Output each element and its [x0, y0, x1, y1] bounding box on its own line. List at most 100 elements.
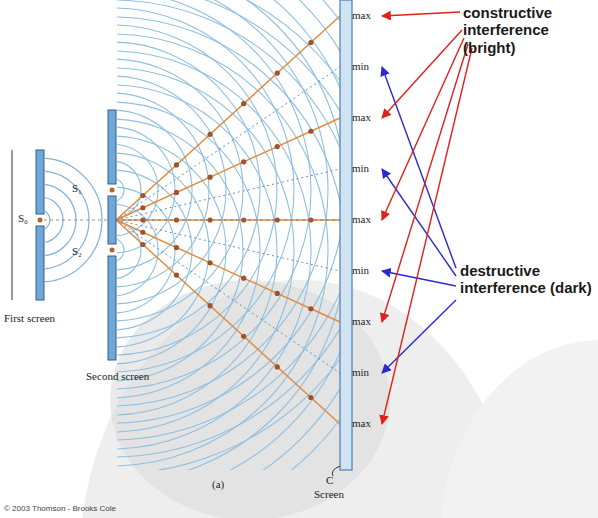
leader-arrows [382, 12, 472, 424]
crest-dot [308, 129, 313, 134]
min-ray [116, 169, 340, 220]
max-label: max [352, 213, 371, 225]
max-label: max [352, 417, 371, 429]
bright-leader [382, 38, 464, 220]
max-label: max [352, 315, 371, 327]
screen-name: First screen [4, 312, 55, 324]
wave-front [117, 8, 294, 372]
crest-dot [140, 193, 145, 198]
bright-leader [382, 44, 468, 322]
min-label: min [352, 60, 369, 72]
crest-dot [174, 245, 179, 250]
wave-front [117, 238, 124, 262]
dark-leader [382, 300, 456, 373]
min-ray [116, 220, 340, 373]
wave-front [45, 197, 63, 243]
crest-dot [140, 205, 145, 210]
interference-rays [44, 16, 340, 424]
wave-front [117, 0, 341, 470]
wave-front [117, 0, 328, 406]
slit-label: S₂ [72, 245, 82, 257]
wave-front [117, 119, 243, 381]
wave-front [117, 0, 311, 389]
bright-leader [382, 12, 460, 16]
wave-front [117, 59, 243, 321]
slit-dot [38, 218, 43, 223]
wave-front [117, 144, 158, 236]
first-screen [36, 150, 44, 214]
crest-dot [207, 260, 212, 265]
max-ray [116, 220, 340, 424]
first-screen [36, 226, 44, 300]
max-ray [116, 219, 340, 220]
max-ray [116, 220, 340, 322]
min-ray [116, 220, 340, 271]
crest-dot [241, 334, 246, 339]
slit-label: S₁ [72, 182, 82, 194]
wave-front [117, 0, 341, 470]
min-label: min [352, 366, 369, 378]
crest-dot [275, 144, 280, 149]
bright-leader [382, 30, 462, 118]
second-screen [108, 110, 116, 184]
wave-front [117, 178, 124, 202]
max-ray [116, 118, 340, 220]
copyright-note: © 2003 Thomson - Brooks Cole [4, 504, 116, 513]
viewing-screen [340, 0, 352, 470]
wave-front [117, 17, 341, 470]
wave-front [45, 184, 76, 256]
wave-front [117, 0, 341, 440]
crest-dot [174, 162, 179, 167]
callout-text: destructive interference (dark) [460, 262, 595, 297]
crest-dot [140, 230, 145, 235]
min-label: min [352, 264, 369, 276]
second-screen [108, 256, 116, 360]
pointer-curve [332, 466, 340, 476]
screen-name: Screen [314, 488, 344, 500]
panel-label: (a) [212, 478, 224, 490]
crest-dot [308, 40, 313, 45]
second-screen [108, 196, 116, 244]
crest-dot [207, 132, 212, 137]
max-ray [116, 16, 340, 220]
dark-leader [382, 169, 456, 276]
max-label: max [352, 111, 371, 123]
crest-dot [207, 175, 212, 180]
wave-front [117, 68, 294, 432]
slit-dot [110, 248, 115, 253]
crest-dot [275, 71, 280, 76]
crest-dot [207, 303, 212, 308]
wave-front [117, 0, 341, 470]
crest-dot [275, 364, 280, 369]
watermark [440, 340, 598, 518]
min-label: min [352, 162, 369, 174]
min-ray [116, 67, 340, 220]
wave-fronts [0, 0, 396, 518]
crest-dot [174, 272, 179, 277]
slit-dot [110, 188, 115, 193]
wave-front [117, 51, 311, 449]
wave-front [117, 204, 158, 296]
crest-dot [308, 395, 313, 400]
max-label: max [352, 9, 371, 21]
crest-dot [241, 276, 246, 281]
callout-letter: C [326, 474, 333, 486]
dark-leader [382, 67, 456, 268]
wave-front [117, 102, 260, 398]
crest-dot [174, 190, 179, 195]
crest-dot [241, 159, 246, 164]
callout-text: constructive interference (bright) [463, 4, 595, 56]
wave-front [117, 153, 209, 347]
wave-front [117, 0, 341, 470]
crest-dot [308, 306, 313, 311]
source-line [12, 150, 13, 300]
crest-dot [275, 291, 280, 296]
crest-dot [241, 101, 246, 106]
bright-leader [382, 48, 472, 424]
crest-dot [140, 242, 145, 247]
source-label: S₀ [18, 212, 28, 224]
axis-line [44, 220, 340, 221]
screen-name: Second screen [86, 370, 149, 382]
